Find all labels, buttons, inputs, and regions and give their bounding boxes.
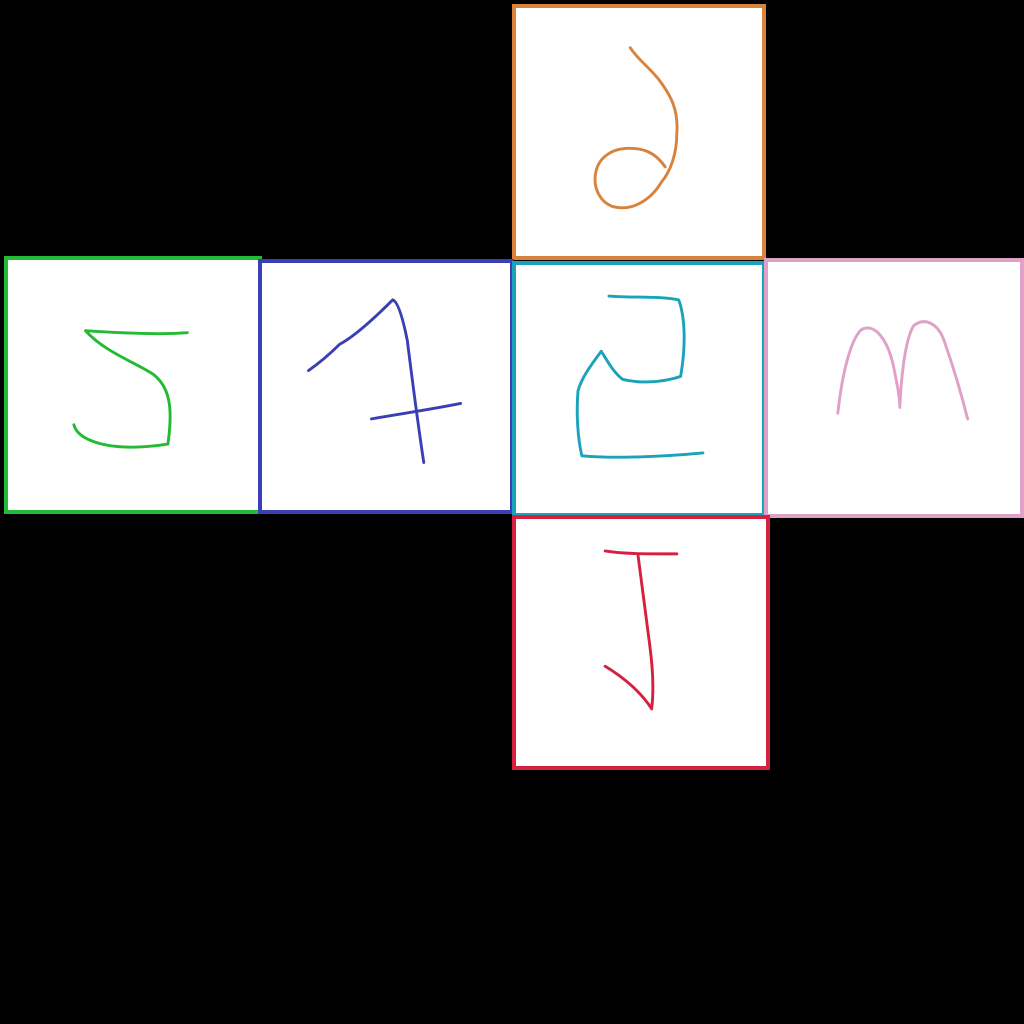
glyph-mirrored-6	[593, 46, 679, 210]
glyph-mirrored-m	[836, 320, 970, 421]
cube-face-bottom	[512, 515, 770, 770]
cube-face-top	[512, 4, 766, 260]
cube-face-middle-left	[258, 259, 514, 514]
glyph-mirrored-2	[575, 294, 705, 459]
glyph-mirrored-j	[603, 549, 679, 711]
cube-face-left	[4, 256, 262, 514]
cube-face-center	[512, 261, 766, 517]
glyph-mirrored-5	[72, 329, 189, 449]
glyph-mirrored-7	[307, 298, 463, 464]
cube-face-right	[764, 258, 1024, 518]
